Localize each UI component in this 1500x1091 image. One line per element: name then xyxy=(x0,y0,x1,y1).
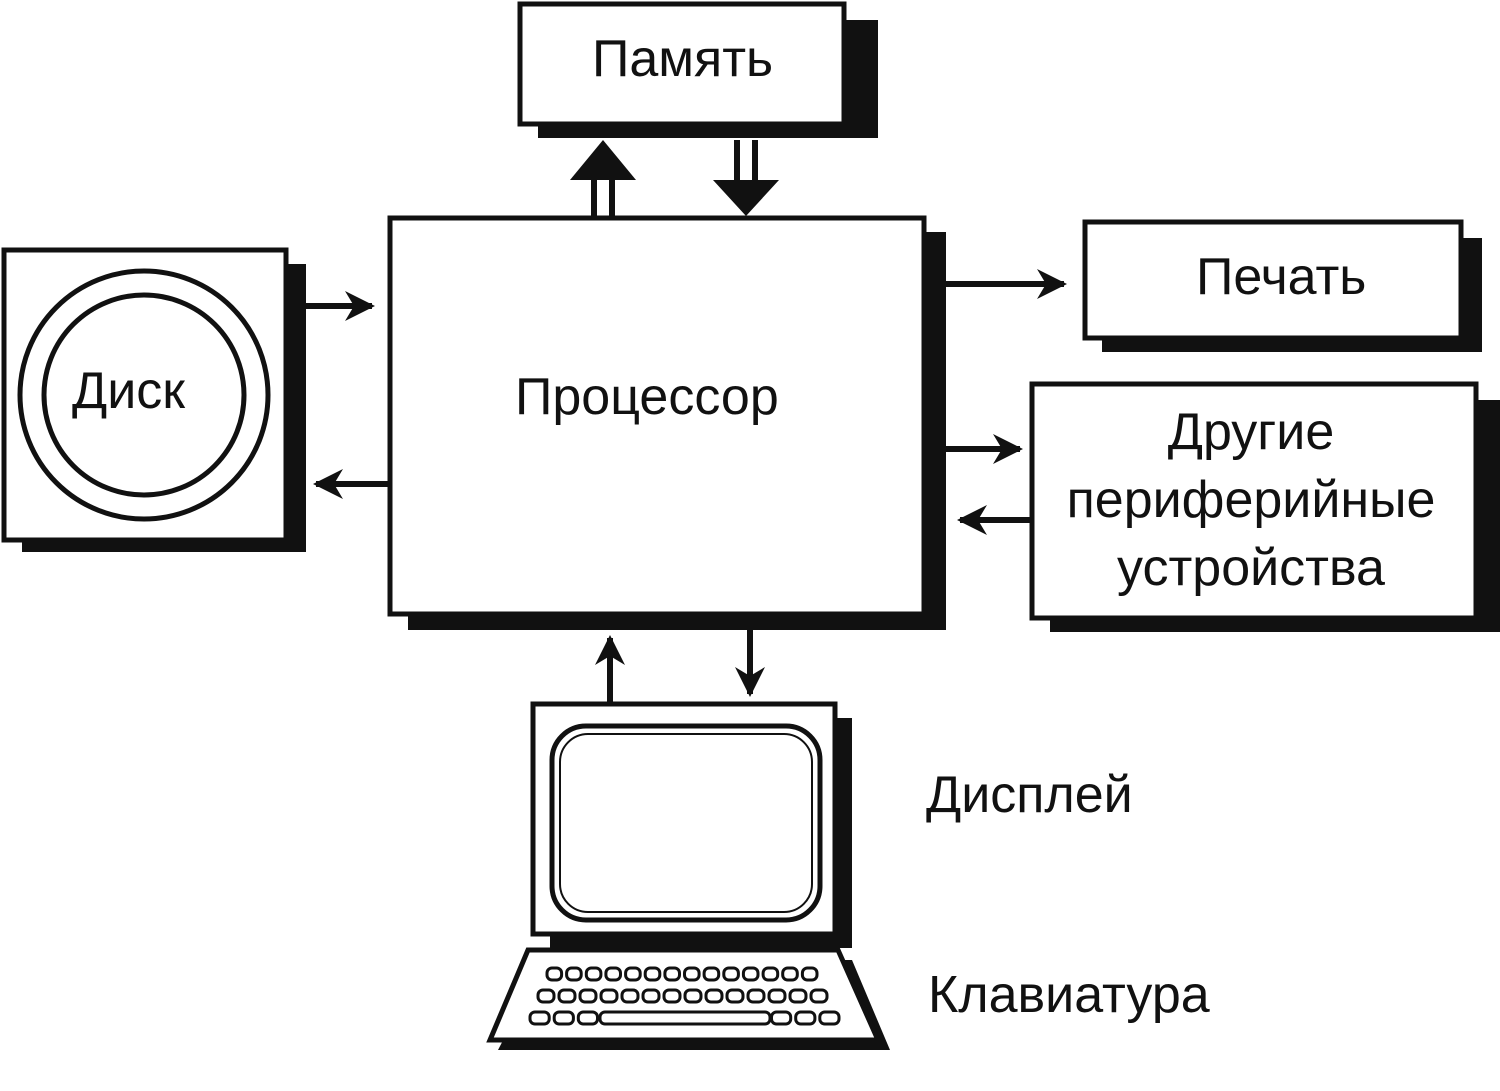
keyboard-key xyxy=(576,1010,599,1026)
keyboard-key xyxy=(781,966,799,982)
keyboard-key xyxy=(818,1010,841,1026)
keyboard-key xyxy=(578,988,598,1004)
peripheral-label: Другие периферийные устройства xyxy=(1036,398,1466,602)
arrow-processor-to-memory xyxy=(570,140,636,216)
keyboard-key xyxy=(741,966,760,982)
keyboard-key xyxy=(746,988,766,1004)
peripheral-label-line-3: устройства xyxy=(1117,539,1385,597)
keyboard-key xyxy=(643,966,662,982)
keyboard-key xyxy=(704,988,724,1004)
disk-platter-inner xyxy=(41,292,247,498)
keyboard-key xyxy=(620,988,640,1004)
keyboard-key xyxy=(536,988,556,1004)
keyboard-key xyxy=(683,988,703,1004)
keyboard-key xyxy=(624,966,642,982)
keyboard-key xyxy=(599,988,619,1004)
processor-box xyxy=(387,215,946,630)
keyboard-key xyxy=(641,988,661,1004)
display-label: Дисплей xyxy=(926,766,1133,824)
arrow-memory-to-processor xyxy=(713,140,779,216)
keyboard-key xyxy=(809,988,829,1004)
keyboard-key xyxy=(557,988,577,1004)
keyboard-spacebar xyxy=(598,1010,772,1026)
processor-label: Процессор xyxy=(515,368,779,426)
keyboard-key xyxy=(761,966,780,982)
memory-label: Память xyxy=(592,30,774,88)
monitor-icon xyxy=(530,701,852,948)
keyboard-key xyxy=(584,966,603,982)
keyboard-key xyxy=(788,988,808,1004)
keyboard-key xyxy=(545,966,564,982)
keyboard-key xyxy=(800,966,819,982)
keyboard-key xyxy=(565,966,583,982)
peripheral-label-line-1: Другие xyxy=(1167,403,1335,461)
keyboard-key xyxy=(767,988,787,1004)
keyboard-key xyxy=(794,1010,817,1026)
arrows xyxy=(306,140,1067,704)
keyboard-key xyxy=(604,966,623,982)
printer-label: Печать xyxy=(1196,248,1367,306)
keyboard-icon xyxy=(486,947,890,1050)
keyboard-key xyxy=(662,988,682,1004)
keyboard-key xyxy=(663,966,682,982)
keyboard-key xyxy=(725,988,745,1004)
keyboard-label: Клавиатура xyxy=(928,966,1210,1024)
disk-box xyxy=(1,247,306,552)
keyboard-key xyxy=(683,966,701,982)
disk-label: Диск xyxy=(72,362,186,420)
keyboard-key xyxy=(702,966,721,982)
keyboard-key xyxy=(552,1010,575,1026)
peripheral-box xyxy=(1029,381,1500,632)
keyboard-key xyxy=(722,966,740,982)
peripheral-label-line-2: периферийные xyxy=(1066,471,1436,529)
disk-platter-outer xyxy=(17,268,271,522)
keyboard-key xyxy=(528,1010,551,1026)
printer-box xyxy=(1082,219,1482,352)
memory-box xyxy=(517,1,878,138)
